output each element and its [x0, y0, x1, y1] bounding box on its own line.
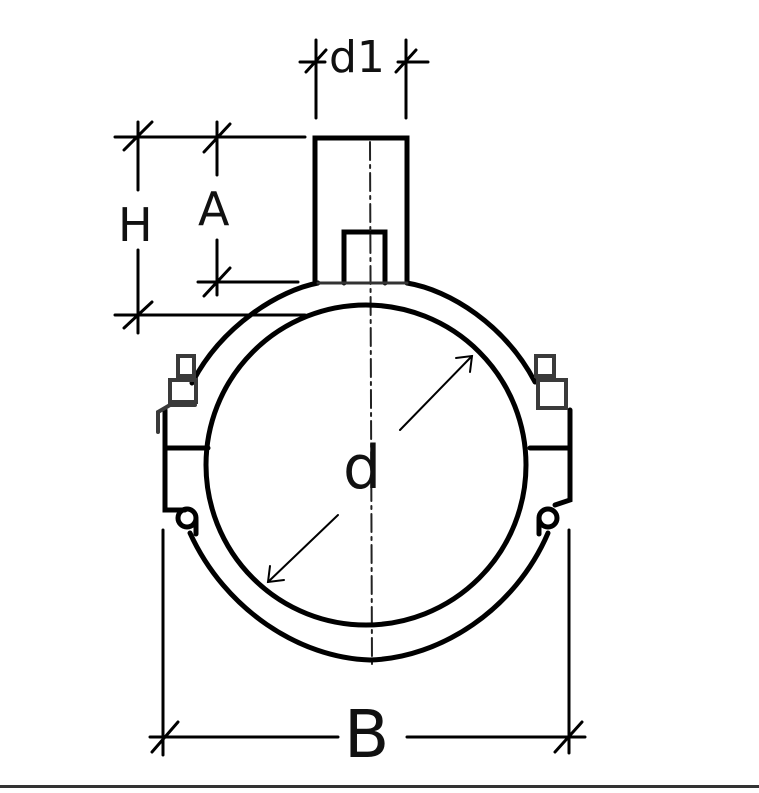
label-a: A [198, 182, 230, 236]
dimension-h [113, 120, 307, 335]
label-d1: d1 [329, 32, 385, 83]
saddle-body [162, 280, 573, 663]
pipe-circle [203, 302, 529, 628]
label-d: d [343, 433, 382, 503]
dimension-d [266, 354, 474, 584]
bottom-border-line [0, 785, 759, 788]
dimension-d1 [298, 38, 430, 120]
bolt-hardware-left [156, 354, 198, 434]
label-b: B [344, 696, 390, 773]
centerline [369, 141, 373, 666]
bolt-hardware-right [534, 354, 568, 410]
dimension-a [196, 120, 300, 298]
branch-outlet [312, 135, 410, 286]
label-h: H [118, 198, 153, 252]
dimension-b [148, 528, 587, 757]
